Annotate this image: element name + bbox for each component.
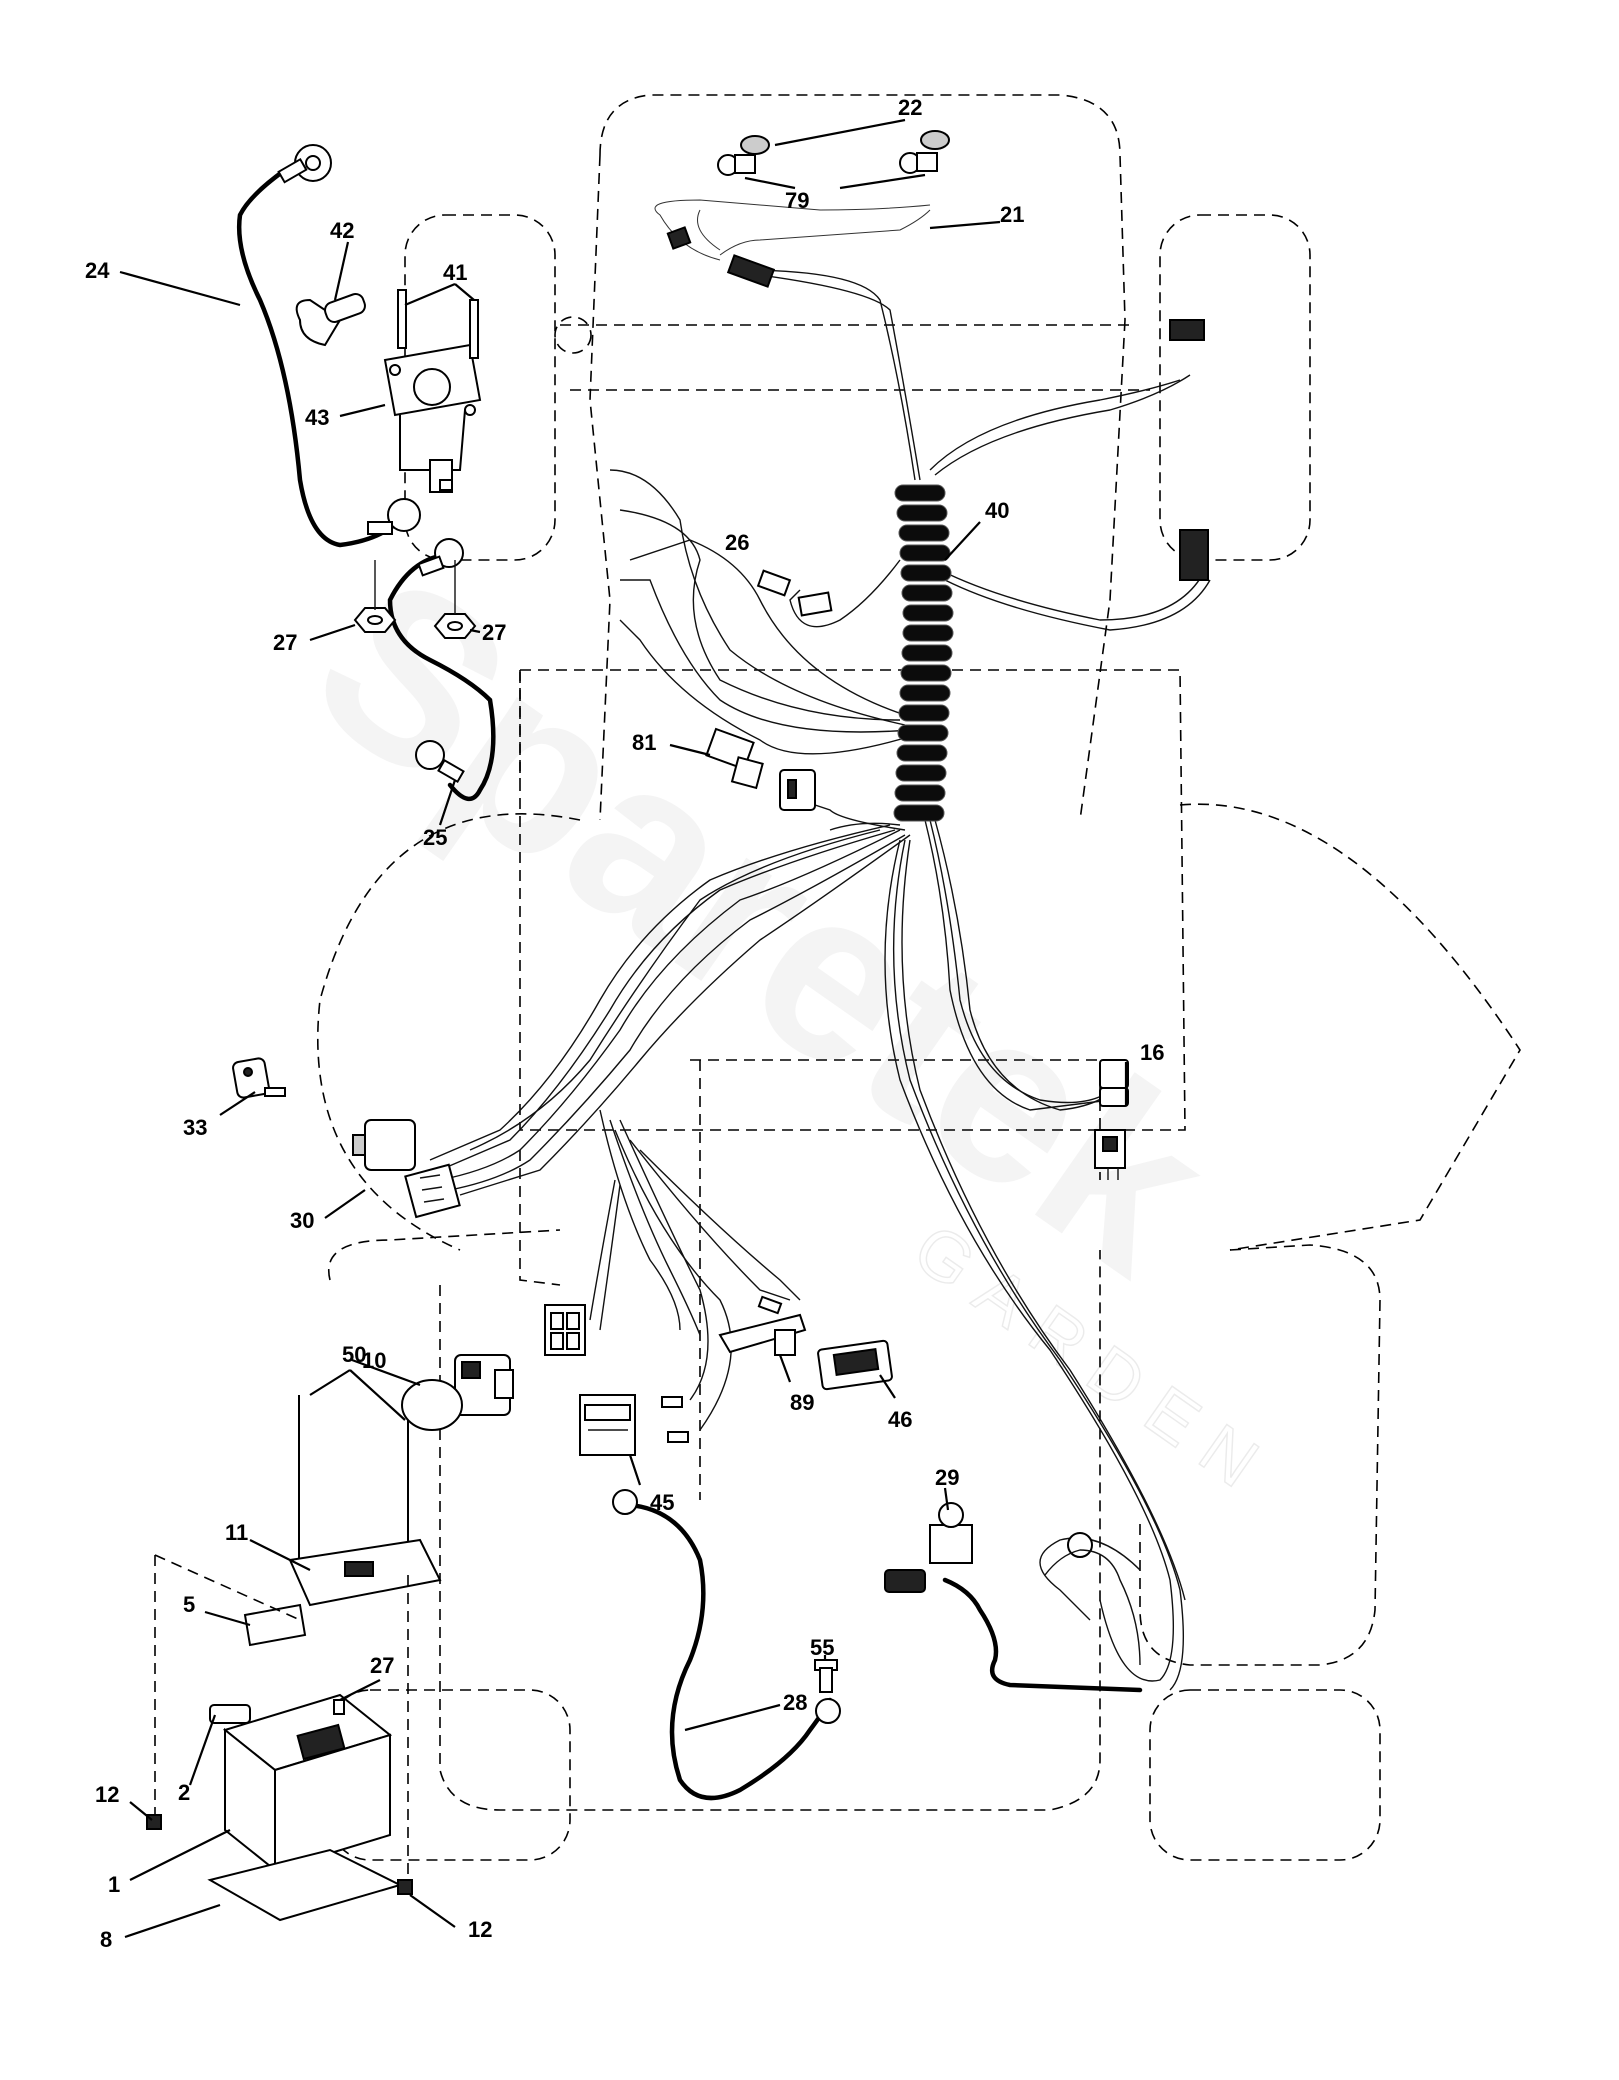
callout-24: 24	[85, 258, 110, 283]
callout-1: 1	[108, 1872, 120, 1897]
pto-solenoid	[884, 1502, 1143, 1693]
callout-27-battery: 27	[370, 1653, 394, 1678]
callout-30: 30	[290, 1208, 314, 1233]
callout-11: 11	[225, 1520, 248, 1545]
callout-10: 10	[362, 1348, 386, 1373]
fuse-holders	[756, 569, 833, 617]
harness-wires	[429, 199, 1211, 1691]
callout-79: 79	[785, 188, 809, 213]
ignition-key	[232, 1057, 286, 1099]
callout-28: 28	[783, 1690, 807, 1715]
callout-2: 2	[178, 1780, 190, 1805]
callout-40: 40	[985, 498, 1009, 523]
connector-16	[1094, 1059, 1129, 1180]
callout-55: 55	[810, 1635, 834, 1660]
callout-8: 8	[100, 1927, 112, 1952]
callout-50: 50	[342, 1342, 366, 1367]
callout-27-upper-left: 27	[273, 630, 297, 655]
callout-16: 16	[1140, 1040, 1164, 1065]
callout-43: 43	[305, 405, 329, 430]
harness-conduit	[893, 484, 954, 822]
callout-45: 45	[650, 1490, 674, 1515]
module-45	[579, 1394, 636, 1456]
callout-27-upper-right: 27	[482, 620, 506, 645]
headlights	[666, 130, 1209, 581]
callout-5: 5	[183, 1592, 195, 1617]
switch-50	[401, 1354, 514, 1431]
callout-labels: 22 79 21 24 42 41 43 40 26 27 27 81 25 1…	[85, 95, 1164, 1952]
callout-21: 21	[1000, 202, 1024, 227]
callout-12-left: 12	[95, 1782, 119, 1807]
callout-25: 25	[423, 825, 447, 850]
terminal-boot	[295, 293, 366, 347]
ignition-switch	[352, 1119, 461, 1219]
callout-12-right: 12	[468, 1917, 492, 1942]
callout-42: 42	[330, 218, 354, 243]
callout-41: 41	[443, 260, 467, 285]
nuts	[353, 560, 477, 639]
block-connector	[544, 1304, 586, 1356]
callout-33: 33	[183, 1115, 207, 1140]
screw-55	[814, 1659, 838, 1693]
solenoid	[383, 289, 482, 493]
battery-assembly	[146, 1395, 442, 1922]
callout-29: 29	[935, 1465, 959, 1490]
callout-81: 81	[632, 730, 656, 755]
callout-46: 46	[888, 1407, 912, 1432]
relay	[705, 727, 816, 811]
cable-24	[236, 144, 421, 548]
leader-lines	[119, 118, 1128, 1939]
callout-26: 26	[725, 530, 749, 555]
callout-89: 89	[790, 1390, 814, 1415]
terminals	[661, 1295, 783, 1443]
cable-28	[612, 1489, 841, 1801]
cable-25	[387, 538, 496, 801]
callout-22: 22	[898, 95, 922, 120]
hour-meter	[718, 1313, 893, 1391]
